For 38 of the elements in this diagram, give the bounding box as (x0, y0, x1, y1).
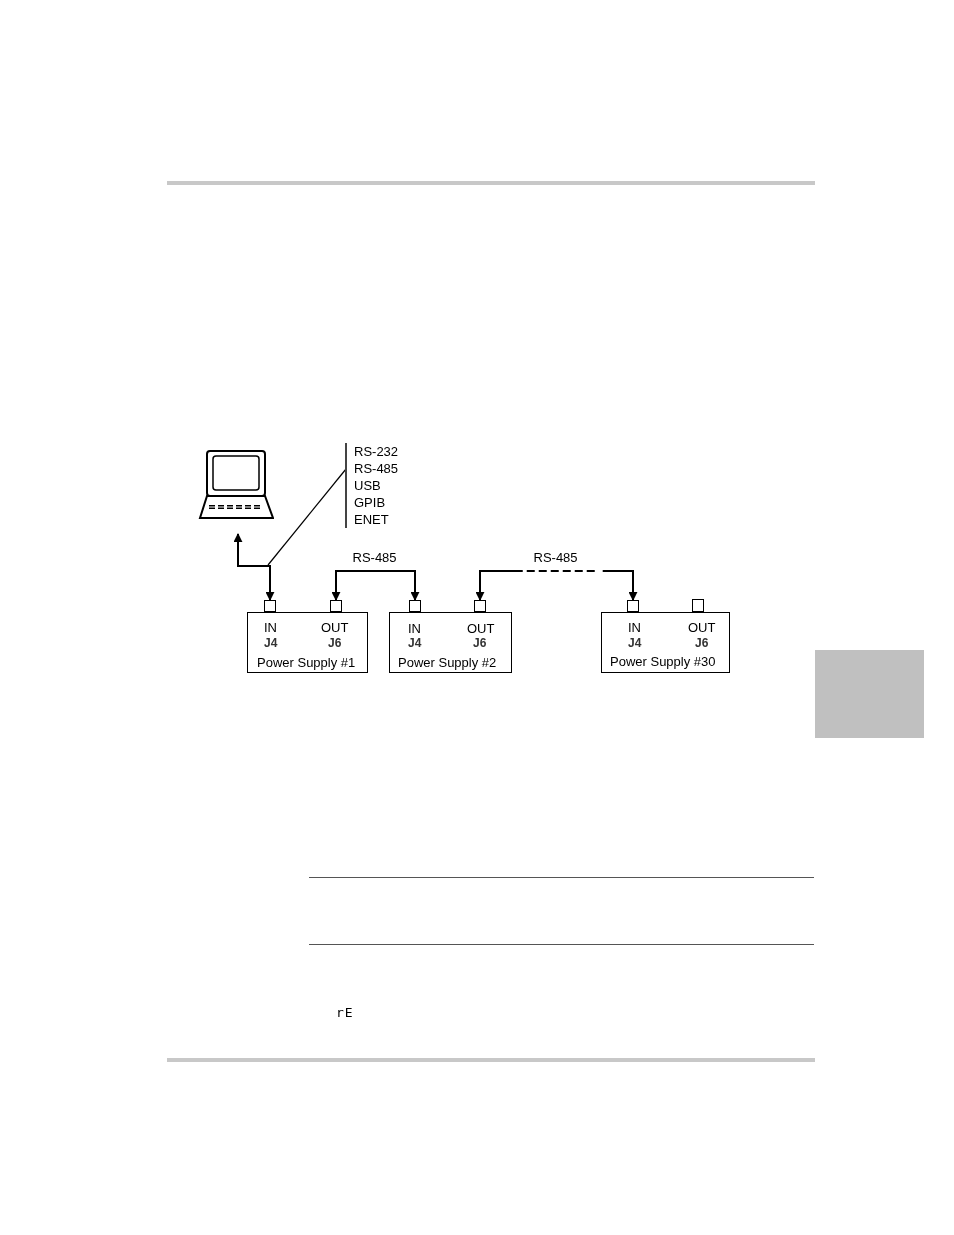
connector-port (627, 600, 639, 612)
interface-name: RS-485 (354, 460, 399, 477)
connector-id: J6 (695, 637, 709, 649)
power-supply-box (601, 612, 730, 673)
connector-id: J4 (628, 637, 642, 649)
port-label: OUT (467, 622, 495, 635)
power-supply-box (247, 612, 368, 673)
chapter-tab (815, 650, 924, 738)
port-label: IN (264, 621, 277, 634)
port-label: OUT (321, 621, 349, 634)
interface-name: GPIB (354, 494, 387, 511)
power-supply-box (389, 612, 512, 673)
display-code: rE (336, 1006, 354, 1019)
connector-port (474, 600, 486, 612)
interface-name: RS-232 (354, 443, 399, 460)
cable-arrow (331, 570, 420, 601)
interface-name: ENET (354, 511, 390, 528)
connector-port (692, 599, 704, 612)
connector-id: J6 (473, 637, 487, 649)
unit-name: Power Supply #1 (257, 656, 356, 669)
connector-id: J6 (328, 637, 342, 649)
edge-label: RS-485 (350, 551, 399, 564)
connector-port (330, 600, 342, 612)
interface-name: USB (354, 477, 382, 494)
connector-port (264, 600, 276, 612)
cable-arrow (475, 570, 638, 601)
leader-line (267, 468, 347, 566)
port-label: IN (628, 621, 641, 634)
unit-name: Power Supply #30 (610, 655, 716, 668)
cable-arrow (233, 533, 275, 601)
edge-label: RS-485 (531, 551, 580, 564)
port-label: IN (408, 622, 421, 635)
port-label: OUT (688, 621, 716, 634)
connector-id: J4 (408, 637, 422, 649)
connector-id: J4 (264, 637, 278, 649)
connector-port (409, 600, 421, 612)
unit-name: Power Supply #2 (398, 656, 497, 669)
interface-list (345, 443, 399, 528)
